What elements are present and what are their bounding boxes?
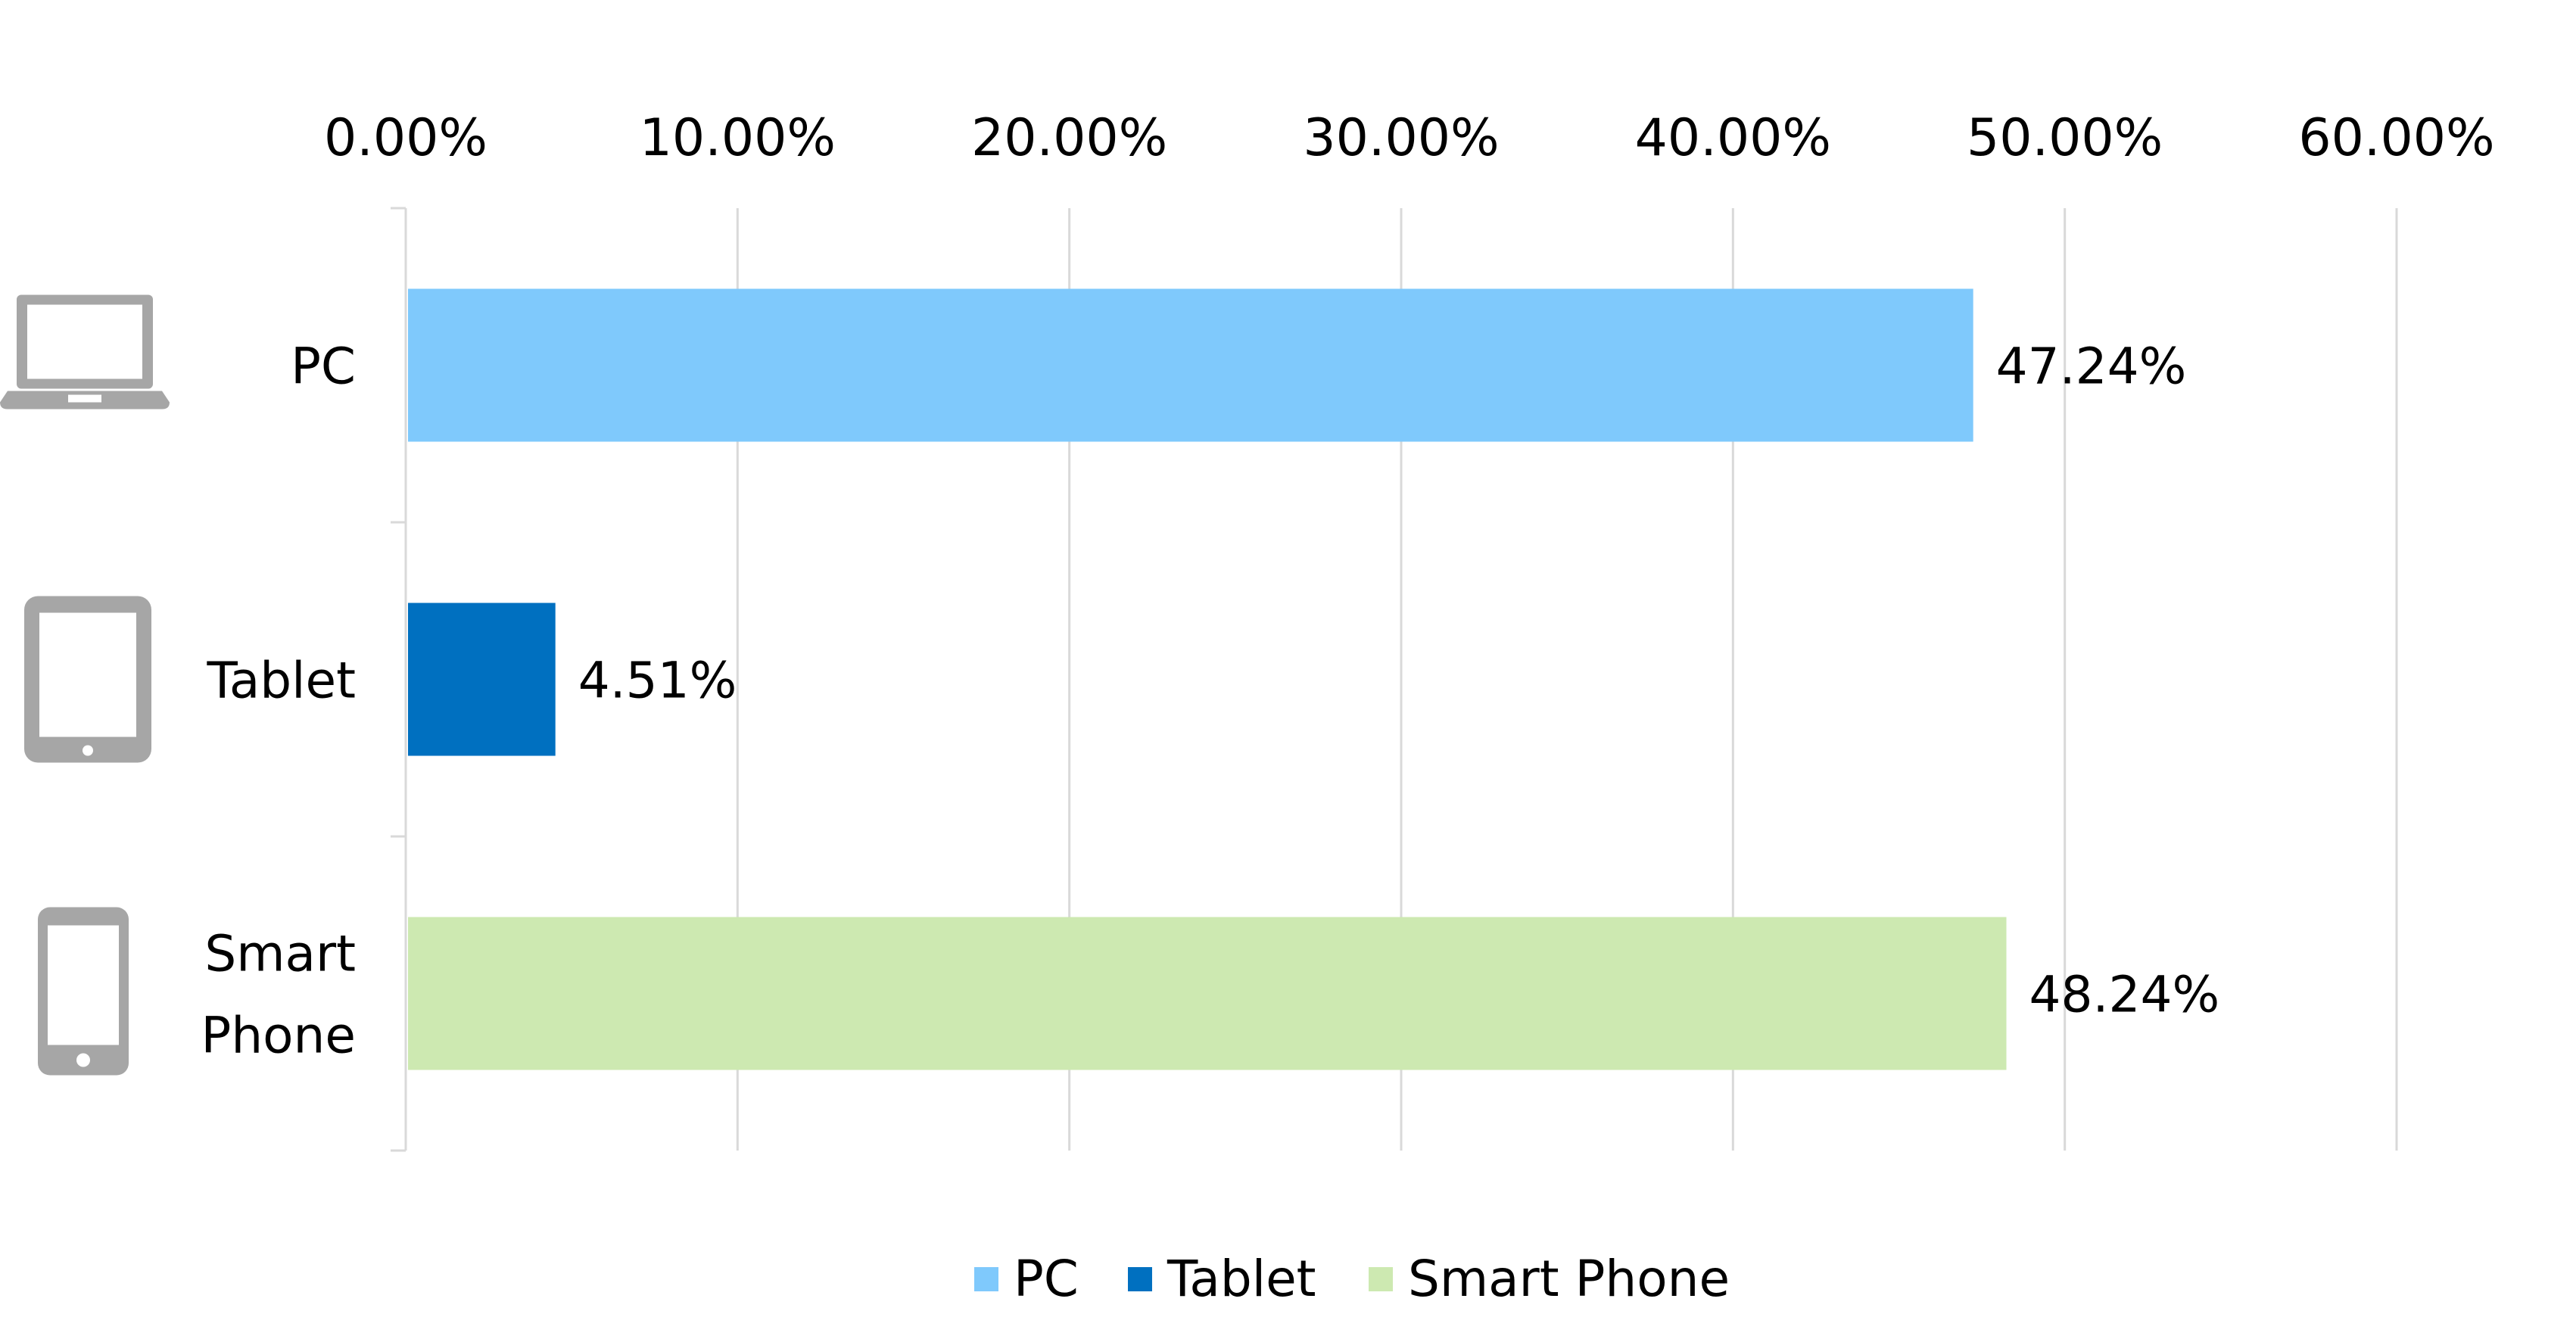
category-label: PC bbox=[291, 338, 356, 396]
x-tick-label: 60.00% bbox=[2298, 108, 2494, 168]
bars bbox=[408, 288, 2007, 1070]
data-label: 48.24% bbox=[2029, 966, 2220, 1024]
tablet-icon bbox=[24, 596, 151, 763]
data-label: 47.24% bbox=[1996, 338, 2187, 396]
legend: PC Tablet Smart Phone bbox=[974, 1250, 1730, 1308]
value-axis: 0.00% 10.00% 20.00% 30.00% 40.00% 50.00% 60.00… bbox=[324, 108, 2495, 1152]
bar-smart-phone bbox=[408, 917, 2007, 1070]
category-label: Tablet bbox=[206, 652, 356, 710]
bar-tablet bbox=[408, 603, 556, 756]
x-tick-label: 40.00% bbox=[1635, 108, 1831, 168]
legend-label: Smart Phone bbox=[1408, 1250, 1730, 1308]
x-tick-label: 30.00% bbox=[1303, 108, 1499, 168]
legend-swatch bbox=[974, 1267, 998, 1291]
x-tick-label: 0.00% bbox=[324, 108, 487, 168]
x-tick-label: 20.00% bbox=[971, 108, 1167, 168]
data-label: 4.51% bbox=[578, 652, 737, 710]
category-icons bbox=[0, 294, 170, 1076]
laptop-icon bbox=[0, 294, 170, 410]
legend-swatch bbox=[1369, 1267, 1393, 1291]
x-tick-label: 10.00% bbox=[640, 108, 836, 168]
x-tick-label: 50.00% bbox=[1967, 108, 2163, 168]
legend-label: PC bbox=[1014, 1250, 1079, 1308]
legend-swatch bbox=[1128, 1267, 1152, 1291]
smartphone-icon bbox=[38, 907, 129, 1076]
bar-pc bbox=[408, 288, 1973, 442]
category-label: Smart bbox=[204, 925, 356, 983]
category-label: Phone bbox=[201, 1007, 356, 1065]
legend-label: Tablet bbox=[1167, 1250, 1316, 1308]
